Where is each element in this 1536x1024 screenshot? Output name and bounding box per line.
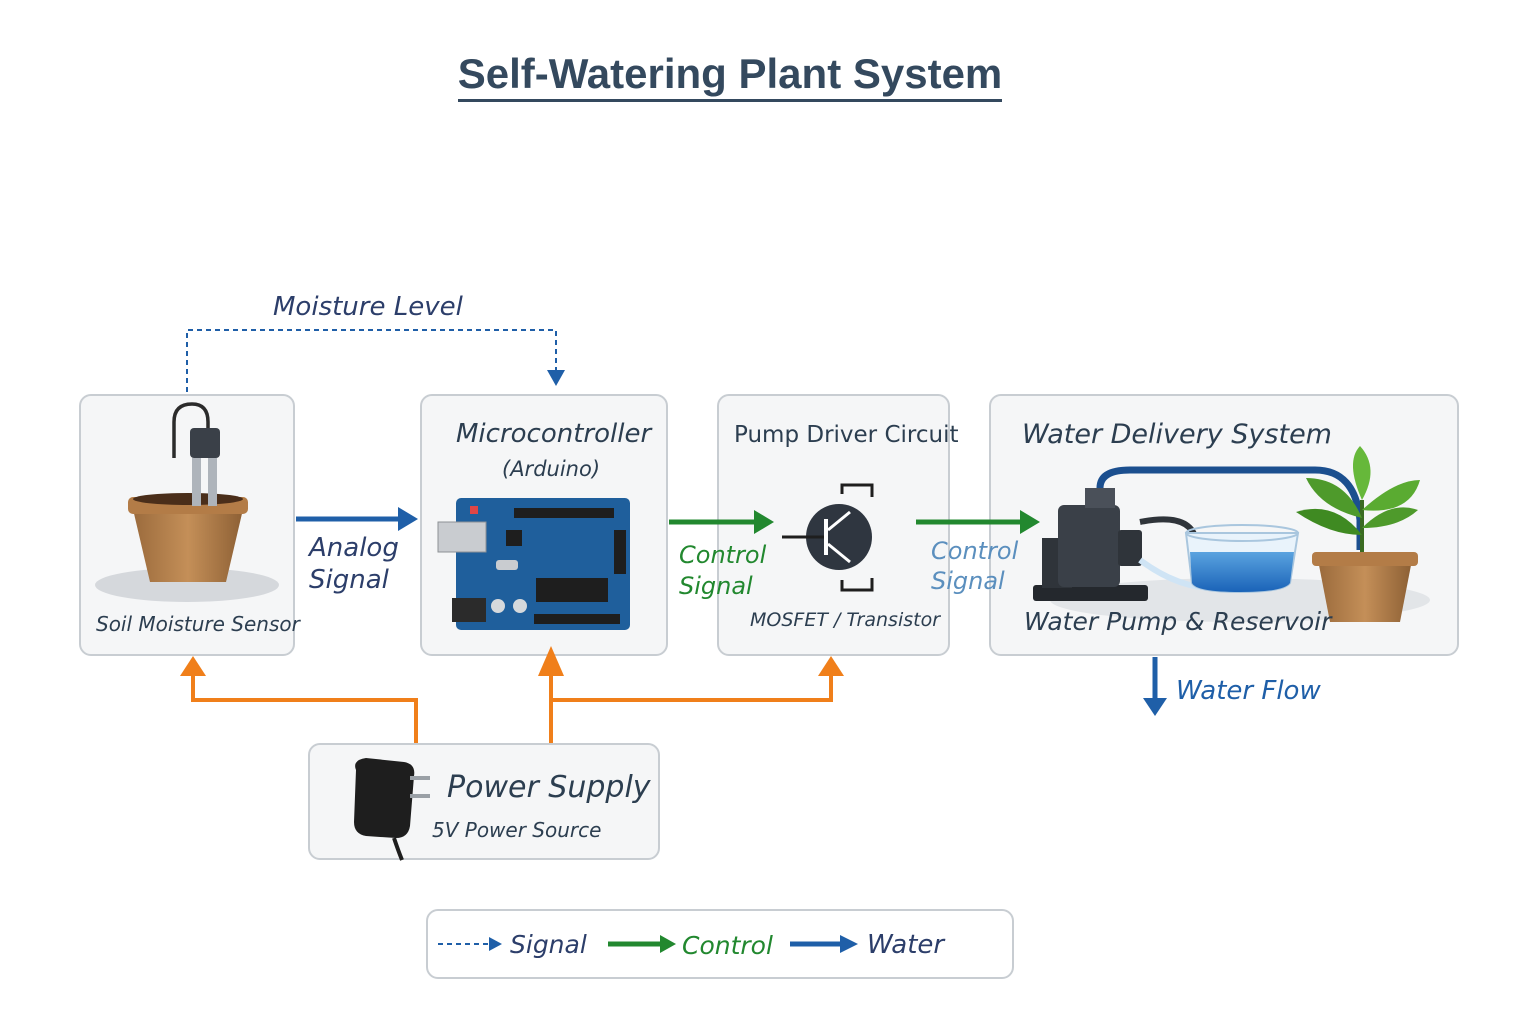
power-supply-title: Power Supply <box>447 770 651 805</box>
analog-signal-arrow <box>296 507 418 531</box>
legend-control-label: Control <box>682 931 773 960</box>
microcontroller-title: Microcontroller <box>456 419 652 449</box>
transistor-icon <box>782 483 874 592</box>
control-signal-label-1-line1: Control <box>679 541 767 569</box>
power-arrow-driver <box>818 656 844 676</box>
power-arrow-microcontroller <box>538 646 564 676</box>
legend-water-line-icon <box>790 935 858 953</box>
analog-signal-label-line2: Signal <box>309 565 389 595</box>
water-delivery-caption: Water Pump & Reservoir <box>1024 607 1332 636</box>
legend-signal-label: Signal <box>510 930 587 959</box>
arduino-board-icon <box>437 498 630 630</box>
analog-signal-label-line1: Analog <box>309 533 399 563</box>
legend-control-line-icon <box>608 935 676 953</box>
pump-driver-title: Pump Driver Circuit <box>734 422 959 448</box>
control-signal-arrow-2 <box>916 510 1040 534</box>
legend-box <box>426 909 1014 979</box>
moisture-level-connector <box>186 329 565 392</box>
pump-driver-caption: MOSFET / Transistor <box>750 609 941 631</box>
control-signal-label-1: Control Signal <box>679 540 766 602</box>
control-signal-label-2-line1: Control <box>931 537 1019 565</box>
soil-moisture-sensor-label: Soil Moisture Sensor <box>96 612 300 636</box>
analog-signal-label: Analog Signal <box>309 532 399 596</box>
moisture-level-label: Moisture Level <box>273 292 463 322</box>
control-signal-label-1-line2: Signal <box>679 572 753 600</box>
microcontroller-subtitle: (Arduino) <box>502 457 601 481</box>
water-flow-arrow <box>1143 657 1167 716</box>
control-signal-arrow-1 <box>669 510 774 534</box>
power-supply-subtitle: 5V Power Source <box>432 818 602 842</box>
power-adapter-icon <box>354 758 430 861</box>
power-lines <box>191 675 833 743</box>
control-signal-label-2: Control Signal <box>931 536 1018 596</box>
water-delivery-title: Water Delivery System <box>1022 419 1332 450</box>
legend-signal-line-icon <box>438 937 502 951</box>
diagram-title: Self-Watering Plant System <box>0 50 1460 102</box>
water-delivery-icon <box>1033 446 1430 622</box>
power-arrow-sensor <box>180 656 206 676</box>
control-signal-label-2-line2: Signal <box>931 567 1005 595</box>
soil-sensor-icon <box>95 402 279 602</box>
legend-water-label: Water <box>867 930 945 960</box>
water-flow-label: Water Flow <box>1176 676 1321 706</box>
